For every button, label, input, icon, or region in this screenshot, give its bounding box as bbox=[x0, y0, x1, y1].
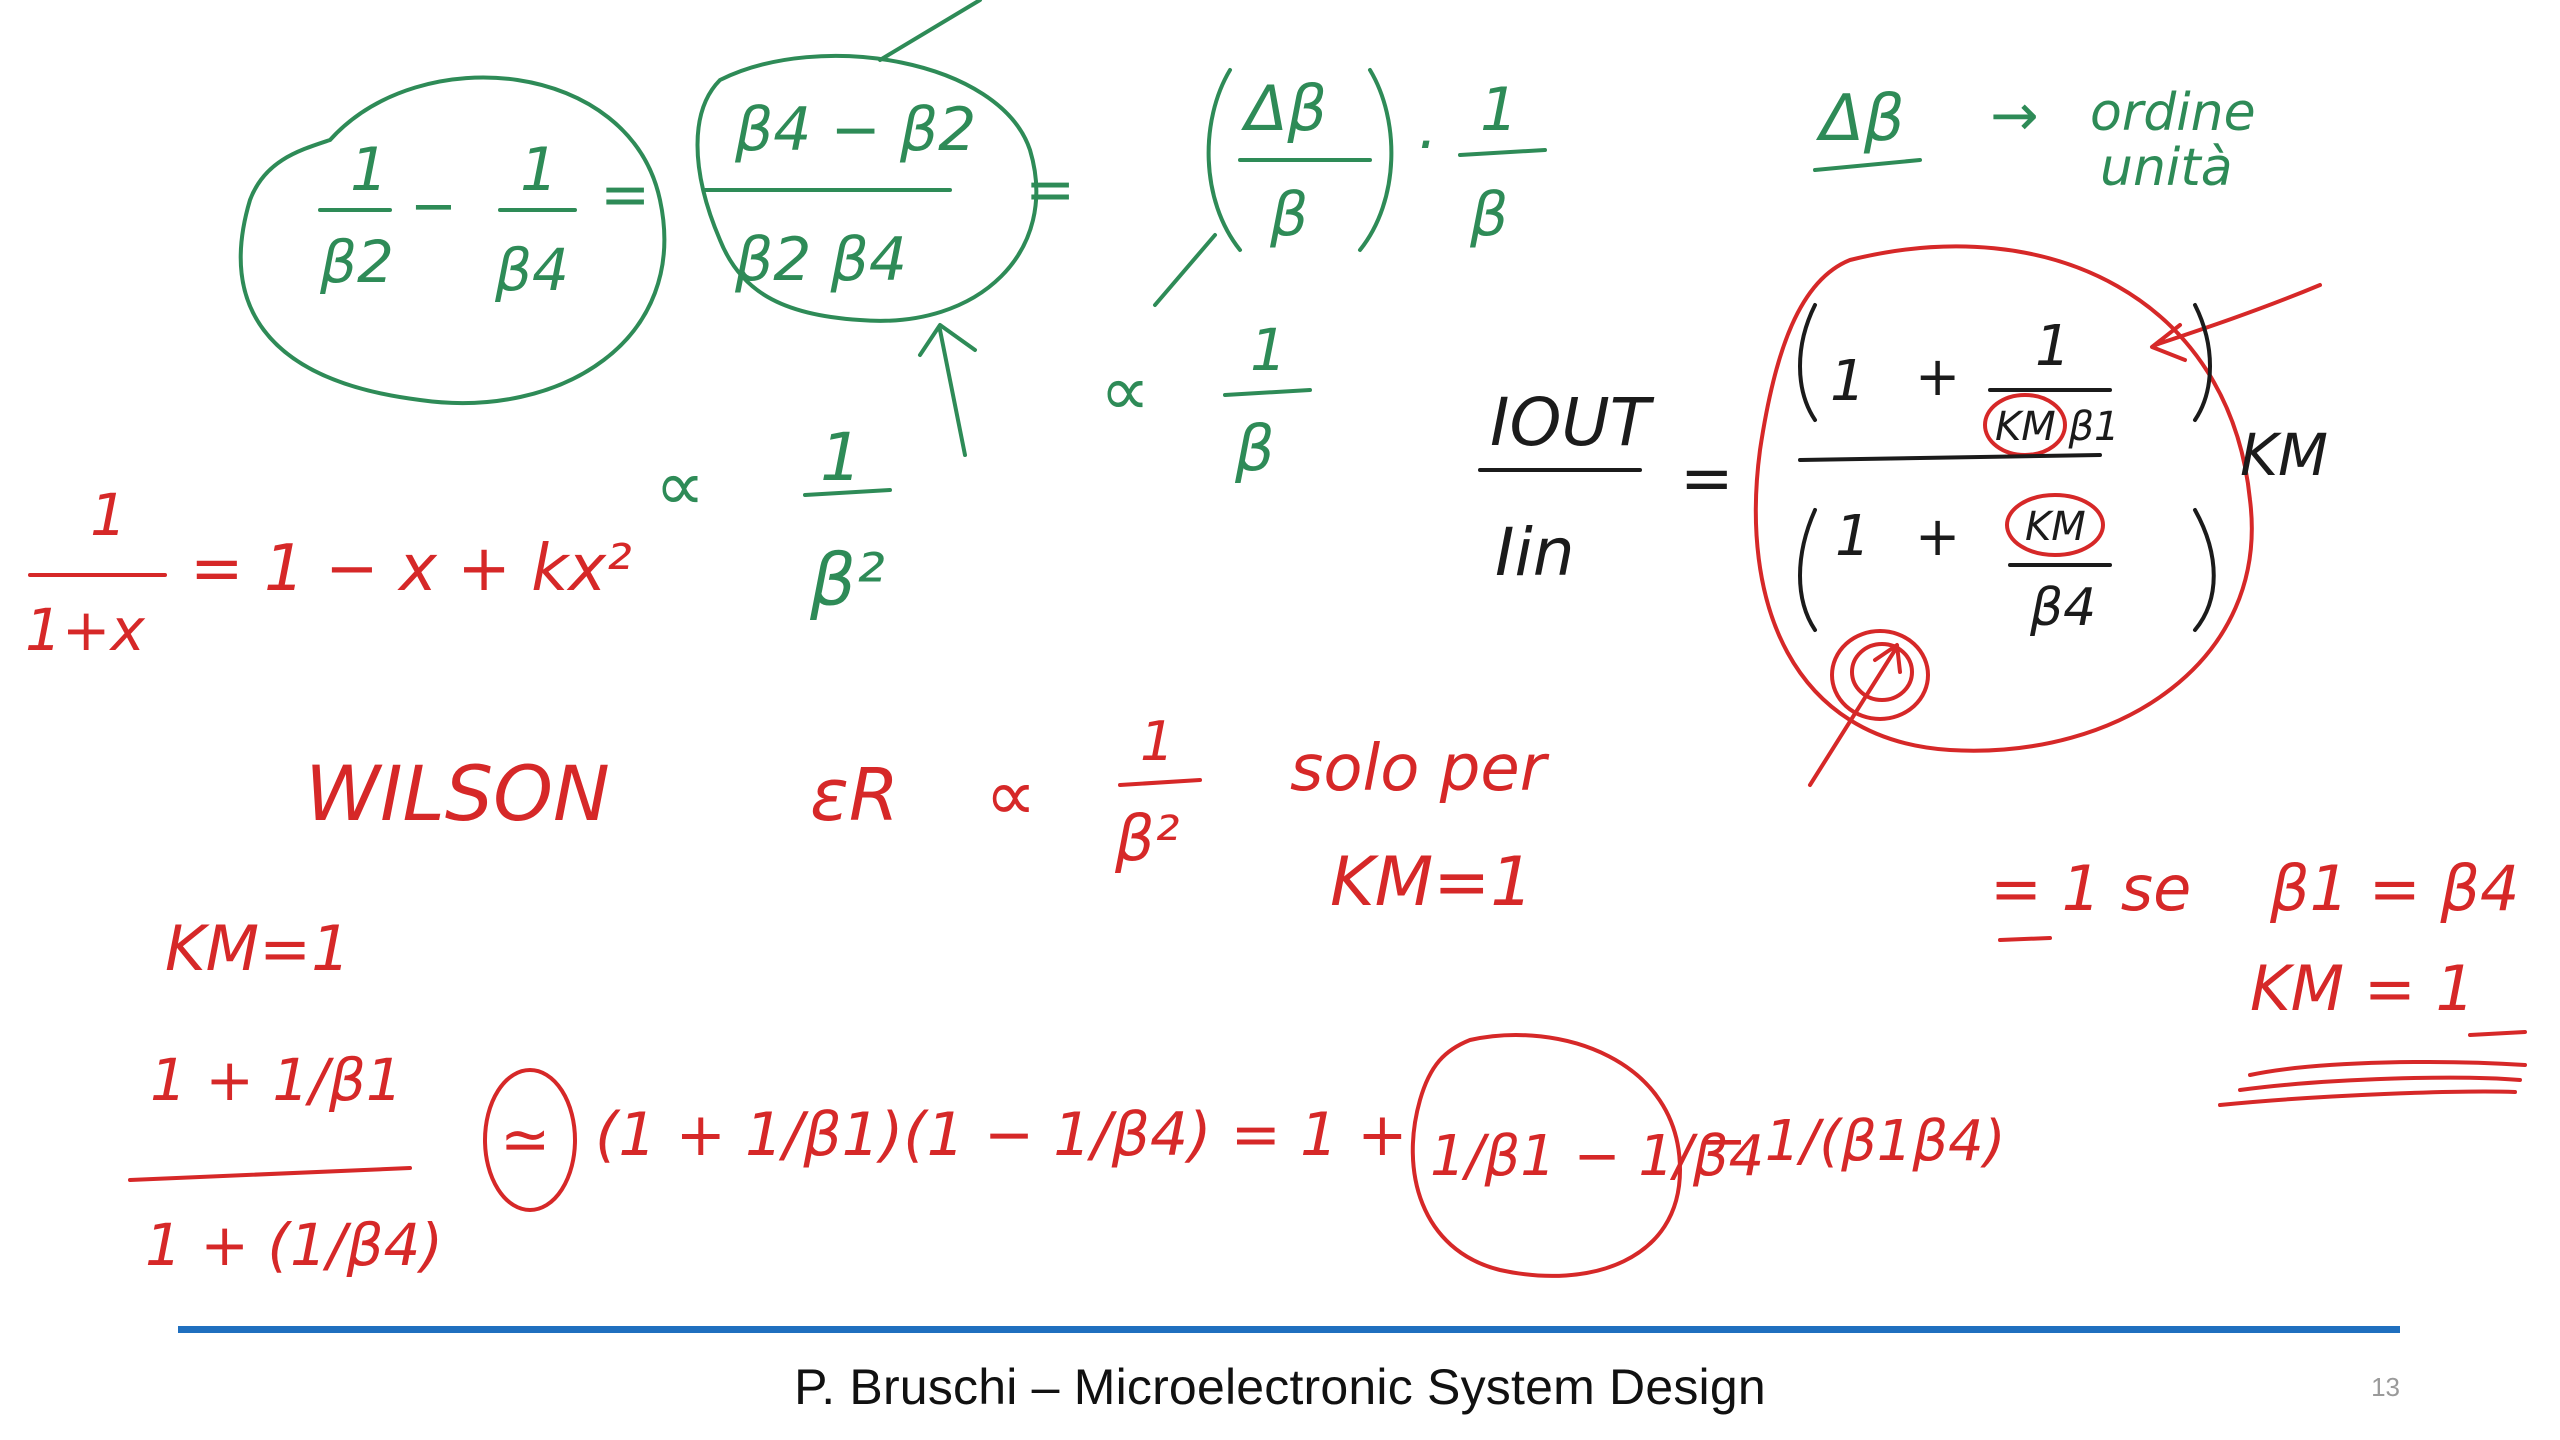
black-paren-num-left bbox=[1798, 303, 1817, 422]
green-num: β4 − β2 bbox=[734, 95, 976, 165]
green-delta-beta: Δβ bbox=[1815, 82, 1905, 156]
green-lhs-a: 1 bbox=[350, 135, 388, 205]
red-den-plus: + bbox=[1915, 505, 1960, 568]
green-one: 1 bbox=[1480, 75, 1518, 145]
green-slash bbox=[1153, 233, 1217, 307]
red-scribble-circle-inner bbox=[1850, 642, 1914, 702]
green-paren-left bbox=[1206, 68, 1242, 252]
green-lhs-b-den: β4 bbox=[494, 236, 569, 304]
green-prop-one: 1 bbox=[1250, 316, 1287, 384]
red-product: (1 + 1/β1)(1 − 1/β4) = 1 + bbox=[595, 1100, 1407, 1170]
red-series-num: 1 bbox=[90, 481, 127, 549]
green-paren-right bbox=[1358, 68, 1394, 252]
red-km-outside: KM bbox=[2240, 421, 2328, 489]
red-last-term: − 1/(β1β4) bbox=[1700, 1109, 2006, 1174]
green-annotations: 1 β2 − 1 β4 = β4 − β2 β2 β4 = Δβ β · 1 β bbox=[238, 0, 2256, 622]
green-prop-beta: β bbox=[1234, 412, 1275, 485]
red-annotations: 1 1+x = 1 − x + kx² = 1 + 1 KM β1 KM 1 +… bbox=[25, 244, 2527, 1279]
red-expansion-bar bbox=[128, 1166, 412, 1182]
red-wilson: WILSON bbox=[305, 749, 610, 838]
red-km-eq-1: KM=1 bbox=[1330, 843, 1534, 922]
red-er: εR bbox=[810, 753, 899, 837]
footer-rule bbox=[178, 1326, 2400, 1333]
black-paren-den-left bbox=[1798, 508, 1817, 632]
red-circled-terms: 1/β1 − 1/β4 bbox=[1430, 1124, 1764, 1189]
red-arrow-in bbox=[2150, 283, 2322, 362]
black-iout: IOUT bbox=[1490, 384, 1655, 461]
red-expansion-den: 1 + (1/β4) bbox=[145, 1211, 443, 1279]
red-er-one: 1 bbox=[1140, 710, 1174, 773]
red-circle-km-den bbox=[2005, 493, 2105, 557]
black-annotations: IOUT Iin bbox=[1478, 384, 1655, 591]
red-solo-per: solo per bbox=[1290, 732, 1550, 806]
red-den-frac-den: β4 bbox=[2029, 578, 2096, 638]
black-main-frac-bar bbox=[1798, 453, 2102, 462]
green-arrow-up bbox=[918, 323, 977, 457]
red-series-den: 1+x bbox=[25, 596, 145, 664]
red-expansion-num: 1 + 1/β1 bbox=[150, 1046, 403, 1114]
red-num-frac-den: KM β1 bbox=[1995, 404, 2119, 450]
red-cond1: β1 = β4 bbox=[2269, 852, 2519, 925]
green-circle-left bbox=[238, 75, 667, 406]
green-den: β2 β4 bbox=[734, 225, 907, 295]
green-prop2-beta2: β² bbox=[809, 538, 885, 622]
red-circle-terms bbox=[1410, 1033, 1682, 1278]
red-circle-ratio bbox=[1753, 244, 2254, 753]
red-num-frac-one: 1 bbox=[2035, 314, 2071, 379]
red-underline-one bbox=[1998, 936, 2052, 942]
red-circle-approx bbox=[483, 1068, 577, 1212]
red-km1-label: KM=1 bbox=[165, 912, 351, 985]
red-scribble-underline bbox=[2218, 1060, 2527, 1107]
green-eq1: = bbox=[600, 160, 650, 230]
red-ratio-eq: = bbox=[1680, 442, 1734, 516]
green-note-line1: ordine bbox=[2090, 83, 2256, 143]
red-num-plus: + bbox=[1915, 345, 1960, 408]
page-number: 13 bbox=[2371, 1372, 2400, 1402]
red-er-frac-bar bbox=[1118, 778, 1202, 787]
red-num-one: 1 bbox=[1830, 349, 1866, 414]
red-den-frac-num: KM bbox=[2025, 504, 2086, 550]
green-prop2-one: 1 bbox=[820, 419, 862, 496]
green-lhs-a-den: β2 bbox=[319, 228, 394, 296]
green-frac-bar-prop bbox=[1223, 388, 1312, 397]
red-approx: ≃ bbox=[500, 1105, 550, 1175]
green-delta-den: β bbox=[1269, 180, 1308, 250]
black-paren-den-right bbox=[2193, 508, 2216, 632]
green-circle-fraction bbox=[695, 54, 1039, 323]
green-dot: · bbox=[1415, 110, 1434, 180]
green-delta-num: Δβ bbox=[1241, 72, 1327, 145]
green-prop: ∝ bbox=[1100, 350, 1150, 432]
green-note-line2: unità bbox=[2100, 138, 2233, 198]
black-paren-num-right bbox=[2193, 303, 2212, 422]
green-arrow: → bbox=[1990, 81, 2039, 149]
red-equals-one: = 1 se bbox=[1990, 852, 2191, 925]
red-er-prop: ∝ bbox=[985, 753, 1036, 837]
green-lhs-b: 1 bbox=[520, 135, 558, 205]
black-iin: Iin bbox=[1495, 514, 1575, 591]
red-underline-km bbox=[2468, 1030, 2527, 1037]
red-series-rhs: = 1 − x + kx² bbox=[190, 532, 632, 606]
green-underline-delta bbox=[1813, 158, 1922, 172]
red-scribble-arrow bbox=[1808, 643, 1902, 787]
green-beta: β bbox=[1469, 180, 1508, 250]
red-den-one: 1 bbox=[1835, 504, 1871, 569]
green-prop2: ∝ bbox=[655, 445, 705, 527]
green-pointer bbox=[878, 0, 982, 62]
green-frac-bar-one bbox=[1458, 148, 1547, 157]
green-frac-bar-prop2 bbox=[803, 488, 892, 497]
red-cond2: KM = 1 bbox=[2250, 952, 2475, 1025]
red-er-beta2: β² bbox=[1114, 802, 1179, 875]
footer-text: P. Bruschi – Microelectronic System Desi… bbox=[794, 1359, 1766, 1415]
red-scribble-circle bbox=[1830, 629, 1930, 721]
green-eq2: = bbox=[1025, 155, 1075, 225]
green-minus: − bbox=[410, 174, 457, 239]
